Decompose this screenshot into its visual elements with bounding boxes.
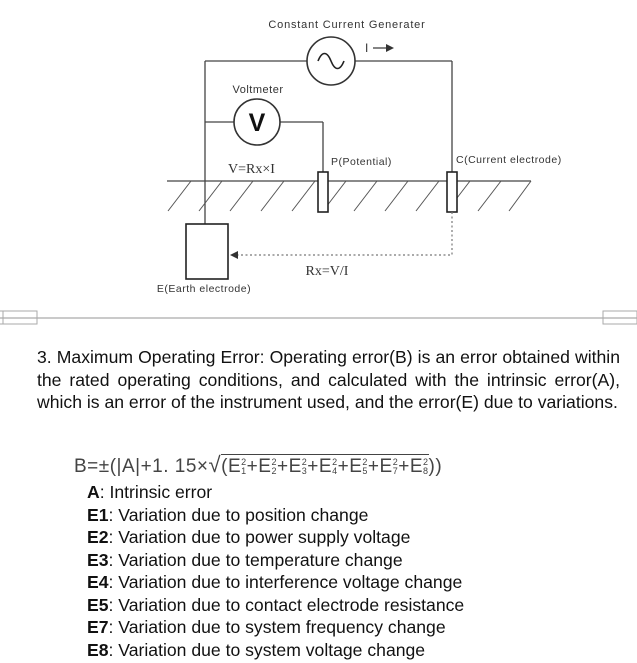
current-label: I — [365, 41, 368, 55]
legend-text: : Variation due to system frequency chan… — [108, 617, 446, 637]
formula-plus: + — [398, 456, 410, 477]
section-divider — [0, 310, 637, 325]
formula-rhs: )) — [428, 456, 443, 477]
legend-key: E8 — [87, 639, 109, 660]
legend-key: E1 — [87, 504, 109, 525]
legend-key: E7 — [87, 617, 109, 637]
legend-item: E1: Variation due to position change — [87, 504, 464, 527]
earth-resistance-circuit-diagram: Constant Current Generater I Voltmeter V… — [0, 19, 637, 325]
resistance-label: Rx=V/I — [306, 264, 349, 279]
sqrt-icon: √ — [208, 452, 222, 477]
formula-plus: + — [337, 456, 350, 477]
current-path-arrow-icon — [230, 251, 238, 259]
current-arrow-icon — [373, 44, 394, 52]
operating-error-paragraph: 3. Maximum Operating Error: Operating er… — [37, 347, 620, 412]
formula-plus: + — [276, 456, 289, 477]
legend-key: A — [87, 482, 100, 502]
current-electrode-label: C(Current electrode) — [456, 154, 562, 166]
legend-text: : Variation due to interference voltage … — [108, 572, 463, 592]
legend-item: E4: Variation due to interference voltag… — [87, 571, 464, 594]
potential-label: P(Potential) — [331, 156, 392, 168]
legend-key: E5 — [87, 594, 109, 615]
generator-label: Constant Current Generater — [268, 19, 425, 31]
legend-item: A: Intrinsic error — [87, 481, 464, 504]
earth-electrode — [185, 223, 229, 280]
ohms-law-label: V=Rx×I — [228, 162, 275, 177]
legend-item: E8: Variation due to system voltage chan… — [87, 639, 464, 662]
ground-hatching — [167, 180, 532, 212]
legend-text: : Variation due to position change — [108, 504, 369, 525]
legend-key: E2 — [87, 527, 109, 547]
legend-item: E3: Variation due to temperature change — [87, 549, 464, 572]
formula-plus: + — [307, 456, 319, 477]
legend-text: : Intrinsic error — [99, 482, 213, 502]
voltmeter-symbol: V — [249, 109, 266, 137]
legend-key: E3 — [87, 549, 109, 570]
ac-generator-icon — [306, 36, 356, 86]
potential-electrode — [317, 171, 329, 213]
legend-text: : Variation due to system voltage change — [108, 639, 426, 660]
current-electrode — [446, 171, 458, 213]
earth-electrode-label: E(Earth electrode) — [157, 283, 251, 295]
formula-plus: + — [246, 456, 259, 477]
voltmeter-icon: V — [233, 98, 281, 146]
voltmeter-label: Voltmeter — [233, 84, 284, 96]
legend-text: : Variation due to temperature change — [108, 549, 403, 570]
legend-item: E7: Variation due to system frequency ch… — [87, 616, 464, 639]
legend-item: E5: Variation due to contact electrode r… — [87, 594, 464, 617]
formula-lhs: B=±(|A|+1. 15× — [74, 456, 209, 477]
legend-item: E2: Variation due to power supply voltag… — [87, 526, 464, 549]
formula-plus: + — [367, 456, 380, 477]
legend-text: : Variation due to power supply voltage — [108, 527, 411, 547]
legend-key: E4 — [87, 572, 109, 592]
legend-text: : Variation due to contact electrode res… — [108, 594, 465, 615]
